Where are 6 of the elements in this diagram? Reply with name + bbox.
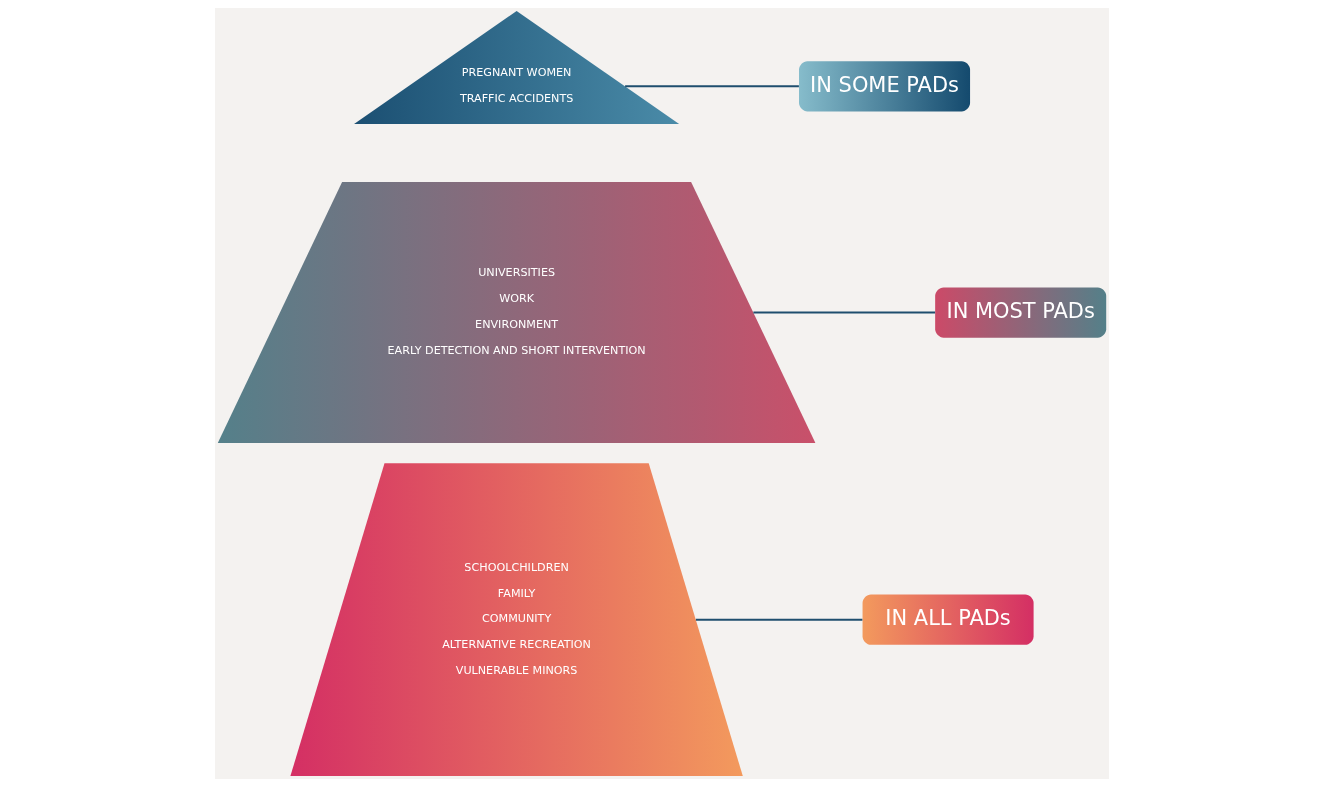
node-box: IN MOST PADs [935, 287, 1107, 338]
node-box: IN ALL PADs [862, 594, 1034, 645]
connector [695, 618, 863, 621]
connector [753, 311, 936, 314]
connector [625, 85, 799, 88]
node-box: IN SOME PADs [799, 61, 971, 112]
